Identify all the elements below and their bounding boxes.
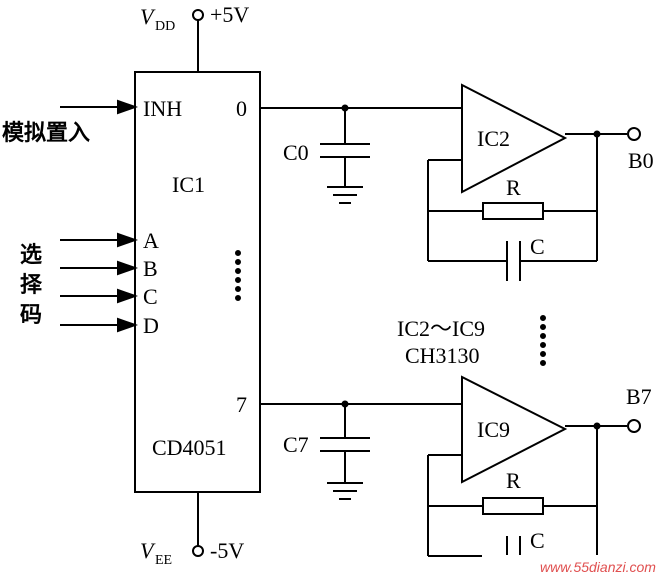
c7-label: C7 (283, 432, 309, 457)
ic1-pin-d-label: D (143, 313, 159, 338)
b7-label: B7 (626, 384, 652, 409)
bottom-r-label: R (506, 468, 521, 493)
vee-terminal (192, 545, 204, 557)
c7-ground-symbol (327, 482, 363, 500)
vdd-symbol: V (140, 4, 156, 29)
c0-label: C0 (283, 140, 309, 165)
select-input-arrow-c (60, 288, 139, 304)
vee-symbol: V (140, 538, 156, 563)
amplifier-range-note: IC2～IC9 (397, 316, 485, 341)
select-code-char-1: 选 (20, 243, 42, 268)
vdd-subscript: DD (155, 19, 175, 34)
amplifier-ellipsis (540, 315, 546, 366)
ic1-body (134, 71, 261, 493)
top-feedback-resistor (482, 202, 544, 220)
ic1-pin-a-label: A (143, 228, 159, 253)
analog-input-label: 模拟置入 (2, 121, 90, 146)
vee-subscript: EE (155, 553, 172, 568)
ic1-pin-b-label: B (143, 256, 158, 281)
c0-ground-symbol (327, 186, 363, 204)
ic9-label: IC9 (477, 417, 510, 442)
ic9-amplifier (461, 375, 568, 484)
bottom-c-label: C (530, 528, 545, 553)
select-input-arrow-a (60, 232, 139, 248)
ic1-out0-pin-label: 0 (236, 96, 247, 121)
select-input-arrow-d (60, 317, 139, 333)
b7-terminal (627, 419, 641, 433)
vee-value: -5V (210, 538, 244, 563)
select-code-char-3: 码 (20, 303, 42, 328)
ic1-channel-ellipsis (235, 250, 241, 301)
ic2-label: IC2 (477, 126, 510, 151)
select-code-char-2: 择 (20, 272, 43, 298)
b0-label: B0 (628, 148, 654, 173)
ic1-pin-c-label: C (143, 284, 158, 309)
ic2-amplifier (461, 83, 568, 194)
b0-terminal (627, 127, 641, 141)
bottom-feedback-resistor (482, 497, 544, 515)
analog-input-arrow (60, 99, 139, 115)
amplifier-part-note: CH3130 (405, 343, 480, 368)
ic1-out7-pin-label: 7 (236, 392, 247, 417)
top-c-label: C (530, 234, 545, 259)
ic1-label: IC1 (172, 172, 205, 197)
watermark-domain: www.55dianzi.com (540, 559, 656, 575)
vdd-value: +5V (210, 2, 249, 27)
vdd-terminal (192, 9, 204, 21)
select-input-arrow-b (60, 260, 139, 276)
ic1-part-label: CD4051 (152, 435, 227, 460)
watermark: www.55dianzi.com (482, 555, 662, 577)
top-r-label: R (506, 175, 521, 200)
ic1-inh-pin-label: INH (143, 96, 182, 121)
